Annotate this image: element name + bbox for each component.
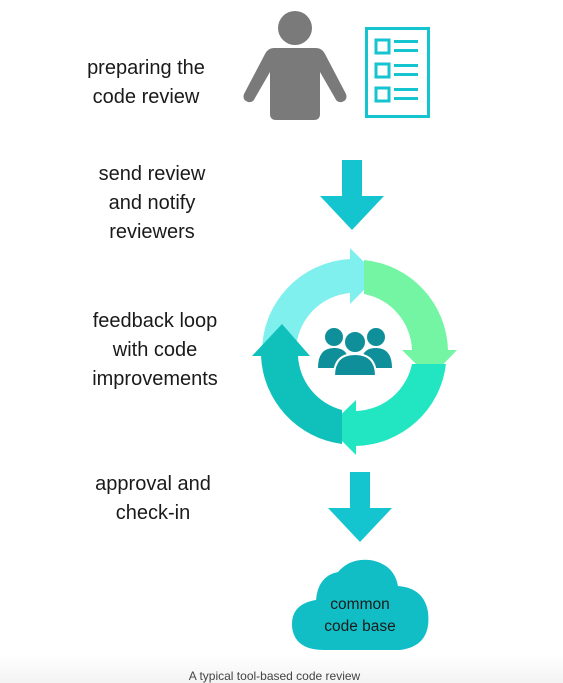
cloud-icon bbox=[291, 559, 429, 650]
person-icon bbox=[243, 11, 347, 120]
step-label-prepare: preparing the code review bbox=[87, 57, 205, 108]
step-label-send-review: send review and notify reviewers bbox=[98, 163, 206, 243]
cloud-label: common code base bbox=[324, 596, 396, 635]
down-arrow-icon bbox=[320, 160, 384, 230]
caption-bar bbox=[0, 655, 563, 683]
step-label-feedback-loop: feedback loop with code improvements bbox=[92, 310, 218, 390]
document-icon bbox=[365, 27, 430, 118]
feedback-loop-icon bbox=[252, 248, 457, 455]
figure-caption: A typical tool-based code review bbox=[188, 669, 361, 683]
down-arrow-icon bbox=[328, 472, 392, 542]
group-icon bbox=[318, 328, 392, 377]
step-label-approval: approval and check-in bbox=[95, 473, 211, 524]
